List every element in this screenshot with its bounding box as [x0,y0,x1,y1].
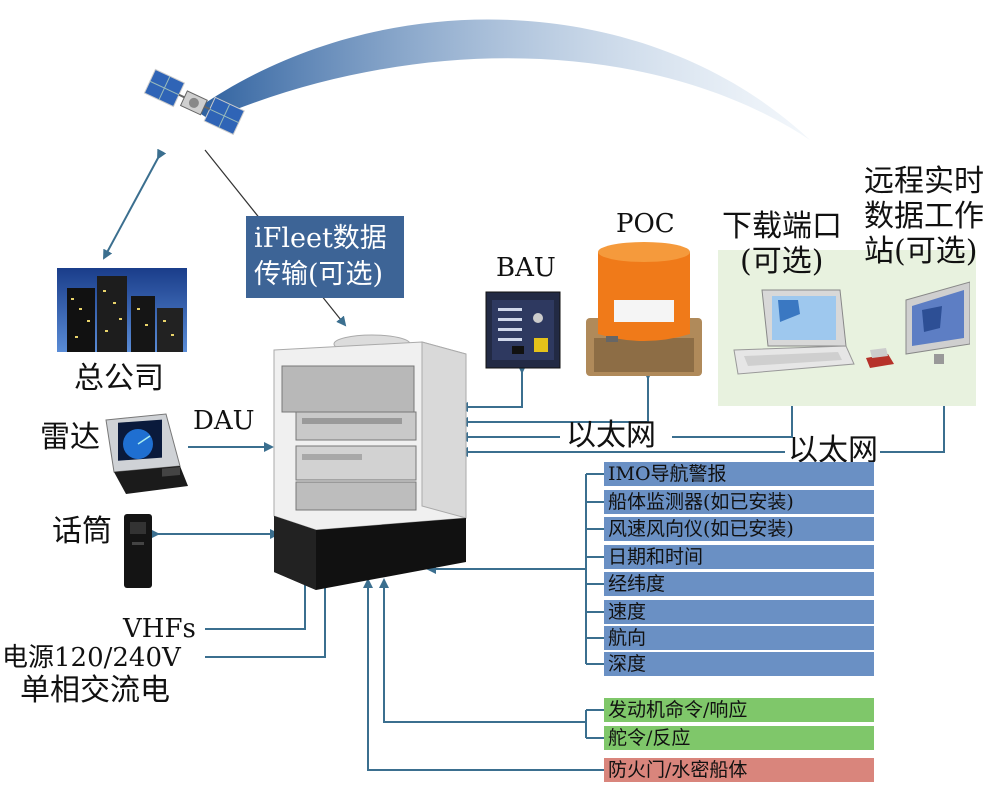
input-heading: 航向 [604,626,874,650]
vhfs-label: VHFs [123,614,196,644]
input-depth: 深度 [604,652,874,676]
sat-company-link [103,148,167,260]
input-rudder-order: 舵令/反应 [604,726,874,750]
handset-label: 话筒 [52,514,112,549]
input-hull-monitor: 船体监测器(如已安装) [604,490,874,514]
bau-link [458,364,527,412]
satellite-arc [195,19,810,140]
company-building-image [57,268,187,352]
poc-device-icon [586,242,702,376]
remote-label-line2: 数据工作 [864,199,984,234]
data-cabinet [273,334,467,590]
engine-link [379,578,586,723]
poc-label: POC [616,209,675,239]
radar-icon [105,413,188,494]
download-laptop-icon [733,289,855,375]
remote-label-line1: 远程实时 [864,164,984,199]
power-label-line1: 电源120/240V [2,643,181,673]
ifleet-label-line1: iFleet数据 [254,223,387,254]
input-anemometer: 风速风向仪(如已安装) [604,517,874,541]
ethernet-label-1: 以太网 [566,418,656,453]
dau-label: DAU [193,406,255,436]
download-label-line1: 下载端口 [722,209,842,244]
input-speed: 速度 [604,600,874,624]
satellite-icon [143,68,245,136]
poc-link [458,370,653,427]
radar-label: 雷达 [40,420,100,455]
power-link [205,564,330,658]
input-engine-order: 发动机命令/响应 [604,698,874,722]
ethernet-label-2: 以太网 [788,433,878,468]
remote-workstation-icon [866,281,970,368]
power-label-line2: 单相交流电 [20,673,170,708]
vhf-link [205,564,310,630]
input-date-time: 日期和时间 [604,545,874,569]
remote-label-line3: 站(可选) [864,234,978,269]
handset-icon [124,514,152,588]
firedoor-link [363,578,604,771]
ifleet-box: iFleet数据 传输(可选) [246,216,404,298]
input-imo-alert: IMO导航警报 [604,462,874,486]
input-lat-long: 经纬度 [604,572,874,596]
company-label: 总公司 [74,361,164,396]
input-fire-door: 防火门/水密船体 [604,758,874,782]
download-label-line2: (可选) [740,244,824,279]
ifleet-label-line2: 传输(可选) [254,259,384,290]
bau-panel-icon [485,291,561,369]
bau-label: BAU [496,253,556,283]
